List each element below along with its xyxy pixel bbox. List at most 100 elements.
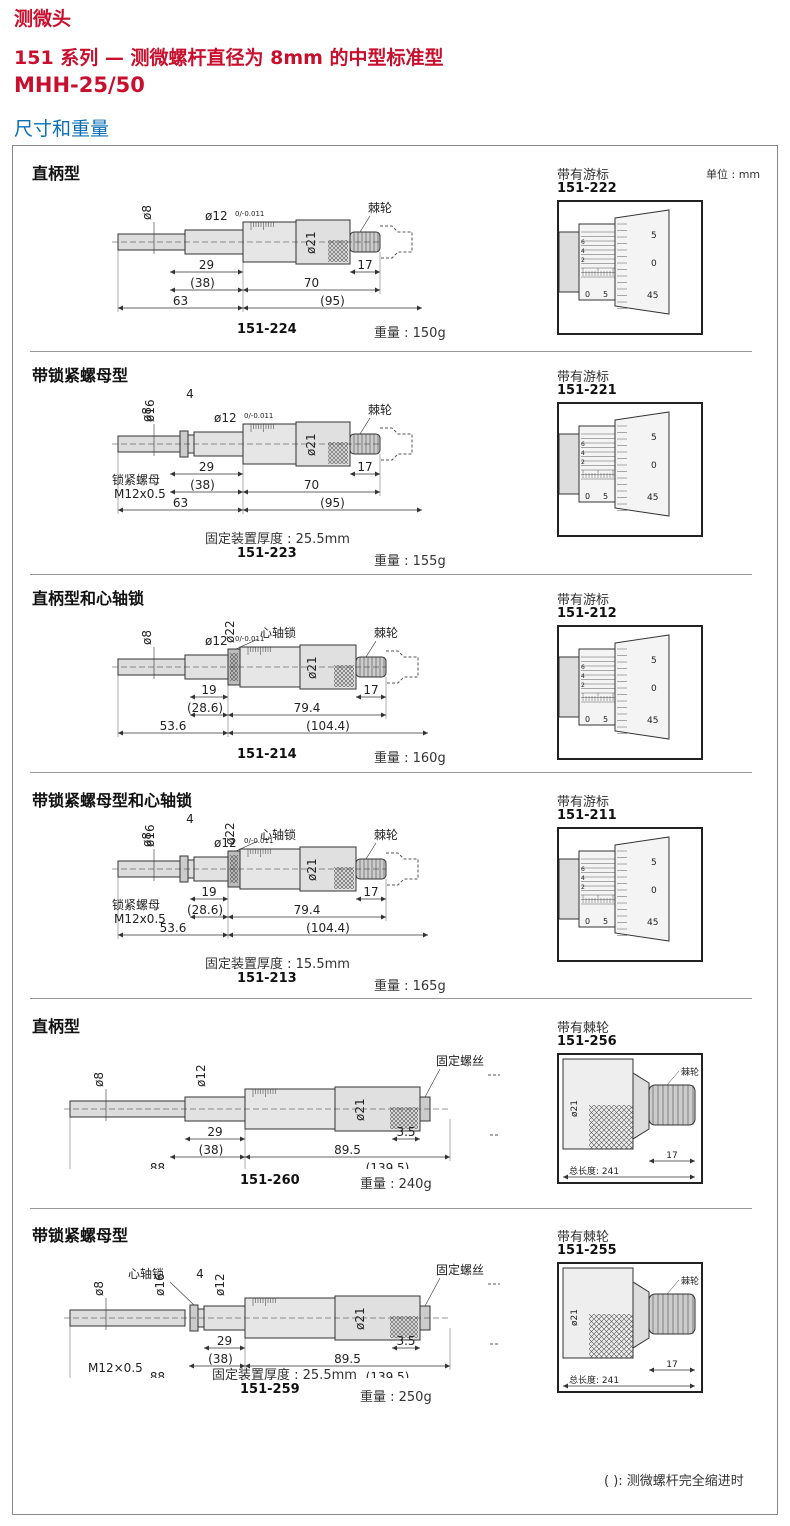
spindle-lock-label: 心轴锁 [260,827,296,842]
ratchet-width-label: 17 [666,1360,677,1370]
thimble-scale-5: 5 [651,656,657,666]
variant-model-number: 151-255 [557,1243,617,1258]
section-subtitle: 尺寸和重量 [14,118,110,140]
spindle-lock-label: 心轴锁 [128,1266,164,1281]
category-title: 测微头 [14,8,72,30]
dim-5: (95) [320,294,345,308]
clamp-nut-label: 锁紧螺母 [112,472,160,487]
vernier-scale-2: 2 [581,884,585,891]
section-title: 直柄型和心轴锁 [32,589,145,608]
content-frame [12,145,778,1515]
weight-label: 重量 : 160g [374,751,446,766]
weight-label: 重量 : 250g [360,1390,432,1405]
dim-4: 63 [173,496,188,510]
dim-5: (139.5) [366,1161,410,1169]
vernier-scale-6: 6 [581,664,585,671]
dim-4: 88 [150,1370,165,1378]
vernier-sleeve [558,656,580,718]
thimble-scale-45: 45 [647,291,658,301]
weight-label: 重量 : 155g [374,554,446,569]
section-title: 直柄型 [32,164,81,183]
dim-6: 17 [363,683,378,697]
dim-6: 17 [363,885,378,899]
fixture-thickness: 固定装置厚度 : 25.5mm [212,1368,357,1383]
section-divider [30,351,752,352]
dim-1: 29 [199,460,214,474]
lock-diameter-label: ø22 [223,620,237,643]
variant-model-number: 151-221 [557,383,617,398]
dim-6: 3.5 [396,1125,415,1139]
ratchet-label: 棘轮 [368,403,392,417]
shank-diameter-label: ø8 [92,1281,106,1296]
dim-3: 70 [304,276,319,290]
vernier-scale-5: 5 [603,492,608,501]
lock-screw-label: 固定螺丝 [436,1053,484,1068]
dim-6: 3.5 [396,1334,415,1348]
vernier-thimble [614,634,670,740]
vernier-scale-6: 6 [581,239,585,246]
tolerance-label: 0/-0.011 [235,210,264,218]
dim-2: (28.6) [187,903,223,917]
ratchet-diameter-label: ø21 [570,1100,580,1117]
ratchet-label: 棘轮 [374,626,398,640]
spindle-lock-label: 心轴锁 [260,625,296,640]
weight-label: 重量 : 165g [374,979,446,994]
section-divider [30,998,752,999]
section-divider [30,574,752,575]
fixture-thickness: 固定装置厚度 : 25.5mm [205,532,350,547]
variant-caption: 带有游标 [557,370,610,385]
vernier-thimble [614,209,670,315]
ratchet-label: 棘轮 [368,201,392,215]
vernier-scale-2: 2 [581,459,585,466]
section-title: 带锁紧螺母型 [32,1226,129,1245]
vernier-scale-4: 4 [581,450,585,457]
ratchet-taper [632,1281,650,1349]
spindle-diameter-label: ø12 [214,836,237,850]
variant-model-number: 151-256 [557,1034,617,1049]
dim-4: 88 [150,1161,165,1169]
vernier-scale-5: 5 [603,715,608,724]
nut-width-label: 4 [186,812,194,826]
ratchet-label: 棘轮 [681,1275,699,1287]
thimble-scale-0: 0 [651,259,657,269]
dim-2: (38) [190,276,215,290]
nut-diameter-label: ø16 [143,399,157,422]
sleeve-diameter-label: ø21 [304,433,318,456]
sleeve-diameter-label: ø21 [304,231,318,254]
unit-label: 单位 : mm [706,168,761,181]
vernier-thimble [614,836,670,942]
section-divider [30,1208,752,1209]
model-range: MHH-25/50 [14,73,145,97]
ratchet-total-length-label: 总长度: 241 [569,1165,619,1177]
dim-1: 19 [201,885,216,899]
vernier-scale-5: 5 [603,290,608,299]
vernier-scale-4: 4 [581,673,585,680]
vernier-scale-4: 4 [581,248,585,255]
weight-label: 重量 : 240g [360,1177,432,1192]
spindle-diameter-label: ø12 [194,1064,208,1087]
tolerance-label: 0/-0.011 [244,412,273,420]
ratchet-label: 棘轮 [681,1066,699,1078]
vernier-sleeve [558,858,580,920]
footnote: ( ): 测微螺杆完全缩进时 [604,1474,744,1489]
vernier-thimble [614,411,670,517]
dim-1: 29 [217,1334,232,1348]
dim-3: 79.4 [294,903,321,917]
dim-5: (104.4) [306,719,350,733]
thimble-scale-45: 45 [647,493,658,503]
model-number: 151-224 [237,322,297,337]
variant-model-number: 151-212 [557,606,617,621]
lock-diameter-label: ø22 [223,822,237,845]
dim-4: 53.6 [160,921,187,935]
variant-caption: 带有游标 [557,593,610,608]
dim-2: (38) [208,1352,233,1366]
thimble-scale-0: 0 [651,684,657,694]
vernier-scale-0: 0 [585,715,590,724]
ratchet-diameter-label: ø21 [570,1309,580,1326]
vernier-scale-2: 2 [581,257,585,264]
